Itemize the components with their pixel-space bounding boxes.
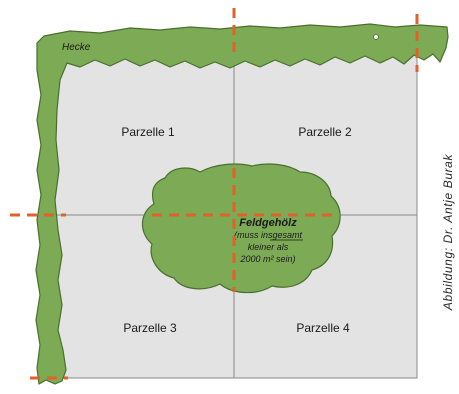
parcel-2-label: Parzelle 2 <box>298 125 352 139</box>
grove-note-line-2: kleiner als <box>248 242 289 252</box>
hedge-highlight <box>374 35 379 40</box>
grove-title: Feldgehölz <box>239 217 297 229</box>
parcel-1-label: Parzelle 1 <box>121 125 175 139</box>
image-credit: Abbildung: Dr. Antje Burak <box>441 154 455 310</box>
grove-note-line-3: 2000 m² sein) <box>239 254 295 264</box>
grove-note-line-1: (muss insgesamt <box>234 230 303 240</box>
parcel-3-label: Parzelle 3 <box>123 321 177 335</box>
hedge-label: Hecke <box>62 42 91 53</box>
parcel-4-label: Parzelle 4 <box>296 321 350 335</box>
